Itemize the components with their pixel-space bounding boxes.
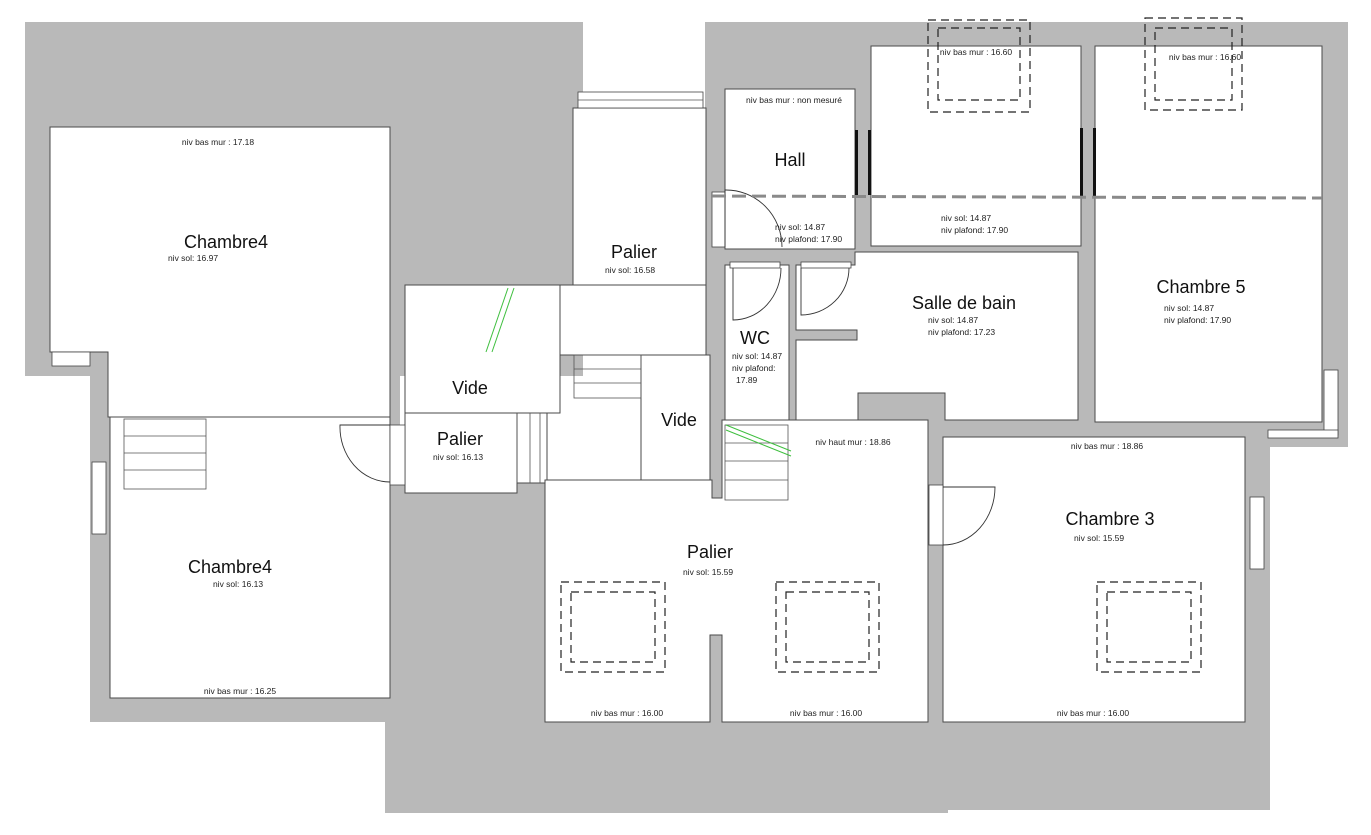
chambre4-upper-floor-level: niv sol: 16.97 [168, 253, 218, 263]
stairs [123, 91, 789, 501]
room-chambre3 [942, 436, 1246, 723]
palier-top-title: Palier [611, 242, 657, 262]
chambre4-lower-wall-level: niv bas mur : 16.25 [204, 686, 277, 696]
room-palier-main [544, 419, 929, 723]
skylights [560, 17, 1243, 673]
chambre5-floor-level: niv sol: 14.87 [1164, 303, 1214, 313]
wc-title: WC [740, 328, 770, 348]
salle-de-bain-title: Salle de bain [912, 293, 1016, 313]
doors [339, 189, 996, 546]
chambre4-upper-title: Chambre4 [184, 232, 268, 252]
room-hall [724, 88, 856, 250]
chambre5-title: Chambre 5 [1156, 277, 1245, 297]
palier-top-floor-level: niv sol: 16.58 [605, 265, 655, 275]
chambre5-wall-level: niv bas mur : 16.60 [1169, 52, 1242, 62]
palier-small-floor-level: niv sol: 16.13 [433, 452, 483, 462]
wc-ceiling-value: 17.89 [736, 375, 758, 385]
chambre5-ceiling-level: niv plafond: 17.90 [1164, 315, 1231, 325]
hall-ceiling-level: niv plafond: 17.90 [775, 234, 842, 244]
palier-main-wall-level-left: niv bas mur : 16.00 [591, 708, 664, 718]
room-chambre4-lower [109, 416, 391, 699]
palier-small-title: Palier [437, 429, 483, 449]
room-chambre4-upper [49, 126, 391, 418]
windows [51, 191, 1339, 570]
chambre3-bottom-wall-level: niv bas mur : 16.00 [1057, 708, 1130, 718]
chambre4-lower-title: Chambre4 [188, 557, 272, 577]
hall-title: Hall [774, 150, 805, 170]
room-bedroom-top [870, 45, 1082, 247]
palier-main-floor-level: niv sol: 15.59 [683, 567, 733, 577]
room-chambre5 [1094, 45, 1323, 423]
chambre3-top-wall-level: niv bas mur : 18.86 [1071, 441, 1144, 451]
bedroom-top-wall-level: niv bas mur : 16.60 [940, 47, 1013, 57]
posts [855, 128, 1096, 196]
beam-line [711, 194, 1323, 200]
vide-center-title: Vide [661, 410, 697, 430]
wc-floor-level: niv sol: 14.87 [732, 351, 782, 361]
palier-main-top-wall-level: niv haut mur : 18.86 [815, 437, 890, 447]
rooms [49, 45, 1323, 723]
hall-wall-level: niv bas mur : non mesuré [746, 95, 842, 105]
chambre3-title: Chambre 3 [1065, 509, 1154, 529]
room-salle-de-bain [795, 251, 1079, 421]
chambre3-floor-level: niv sol: 15.59 [1074, 533, 1124, 543]
salle-de-bain-floor-level: niv sol: 14.87 [928, 315, 978, 325]
room-vide-left [404, 284, 561, 414]
chambre4-upper-wall-level: niv bas mur : 17.18 [182, 137, 255, 147]
palier-main-title: Palier [687, 542, 733, 562]
hall-floor-level: niv sol: 14.87 [775, 222, 825, 232]
room-vide-center [640, 354, 711, 486]
palier-main-wall-level-right: niv bas mur : 16.00 [790, 708, 863, 718]
labels: niv bas mur : 17.18 Chambre4 niv sol: 16… [168, 47, 1246, 718]
salle-de-bain-ceiling-level: niv plafond: 17.23 [928, 327, 995, 337]
room-palier-small [404, 412, 518, 494]
wc-ceiling-level: niv plafond: [732, 363, 775, 373]
vide-left-title: Vide [452, 378, 488, 398]
bedroom-top-ceiling-level: niv plafond: 17.90 [941, 225, 1008, 235]
bedroom-top-floor-level: niv sol: 14.87 [941, 213, 991, 223]
chambre4-lower-floor-level: niv sol: 16.13 [213, 579, 263, 589]
room-wc [724, 264, 790, 422]
glazing-lines [485, 287, 792, 457]
